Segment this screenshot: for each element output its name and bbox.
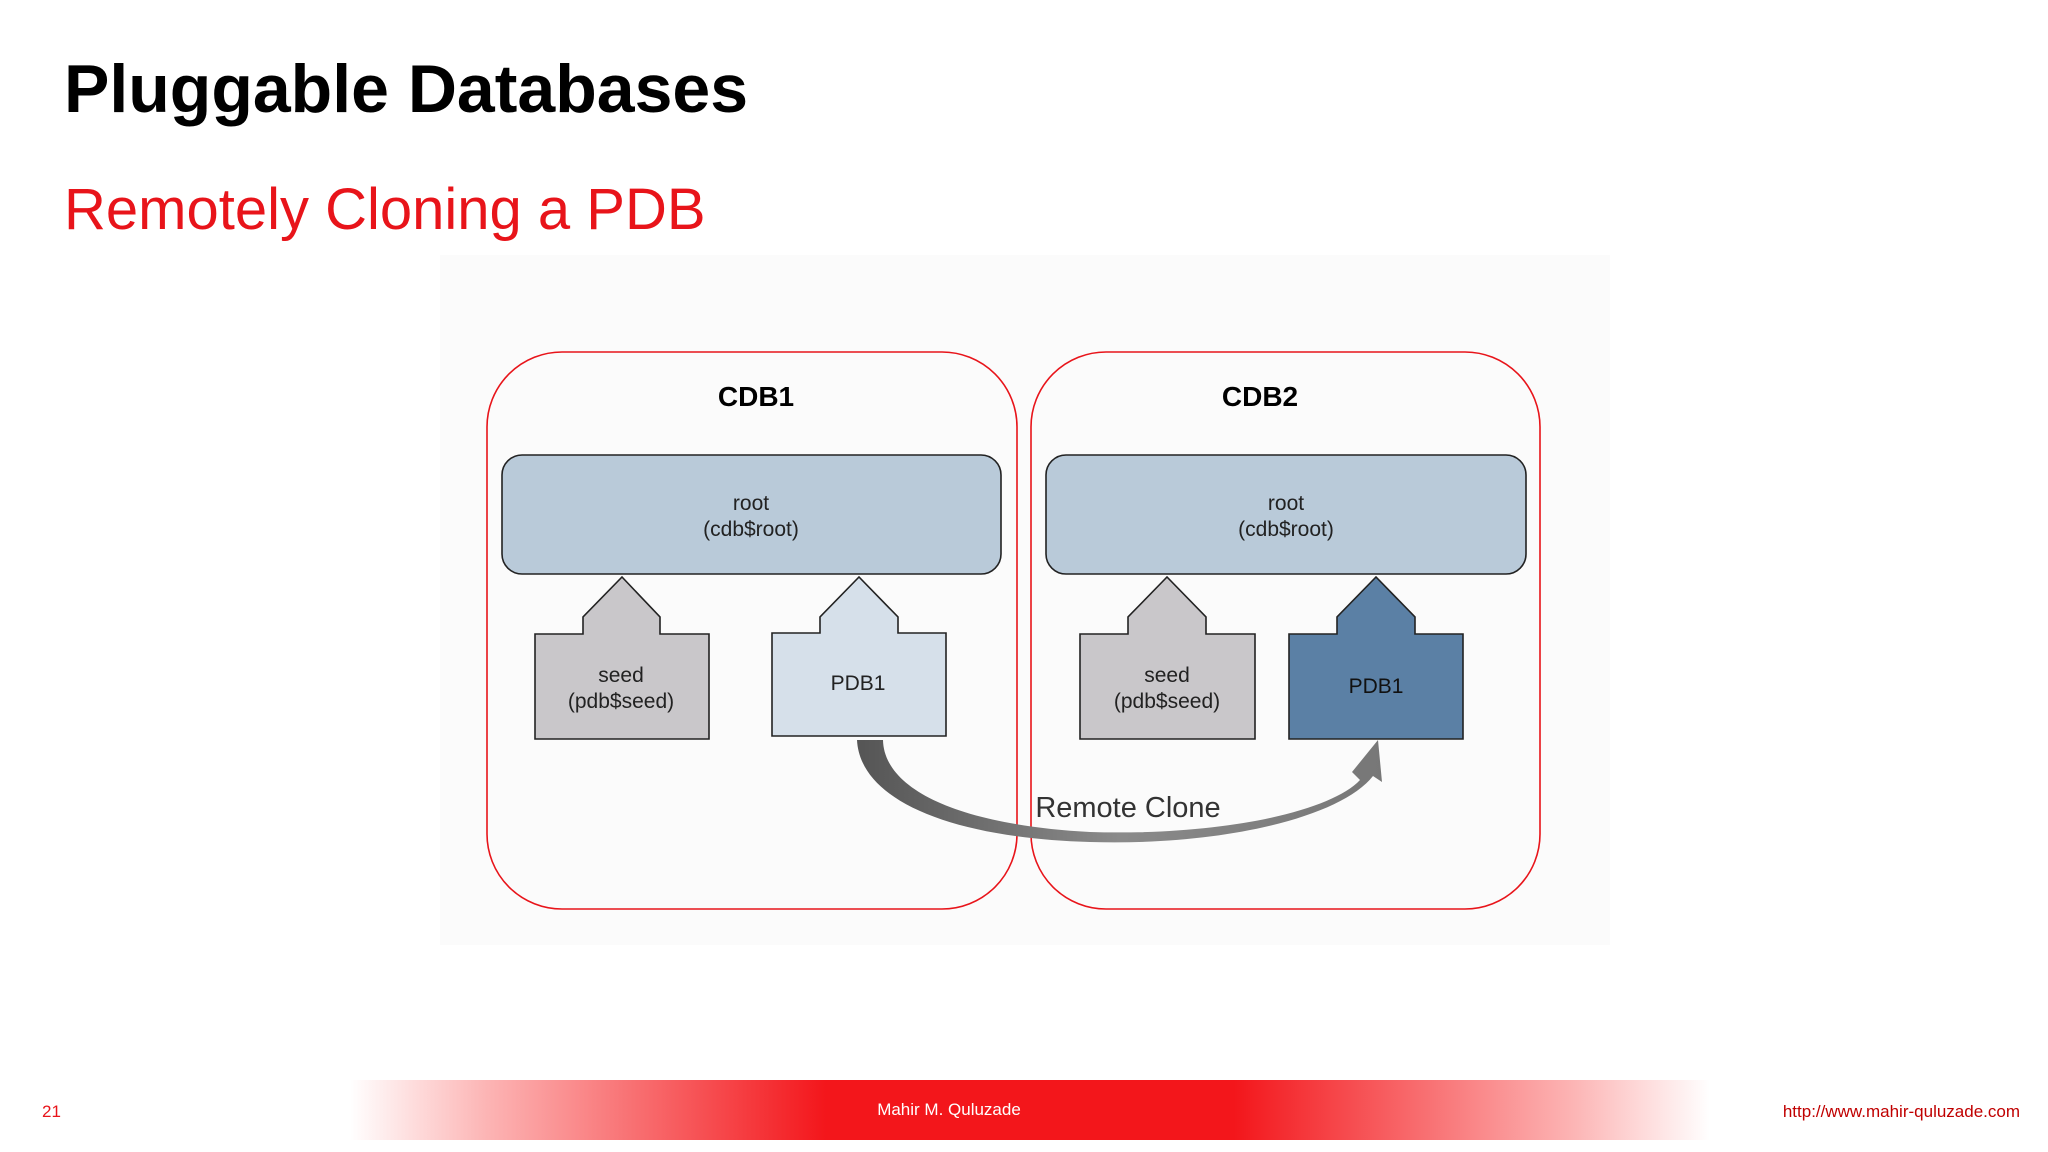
cdb2-label: CDB2 (1222, 381, 1298, 412)
cdb1-root-box: root (cdb$root) (501, 454, 1002, 575)
cdb1-seed-label: seed (598, 664, 644, 687)
slide-title: Pluggable Databases (64, 51, 749, 127)
cdb1-border (486, 351, 1018, 910)
remote-clone-arrow: Remote Clone (857, 740, 1382, 843)
page-number: 21 (42, 1102, 61, 1121)
cdb1-pdb1-label: PDB1 (831, 672, 886, 695)
cdb1-seed-sublabel: (pdb$seed) (568, 690, 674, 713)
cdb2-container: CDB2 root (cdb$root) seed (pdb$seed) PDB… (1030, 351, 1541, 910)
cdb2-root-label: root (1268, 492, 1304, 515)
footer-band (350, 1080, 1710, 1140)
footer-website-link[interactable]: http://www.mahir-quluzade.com (1782, 1102, 2020, 1121)
cdb1-root-label: root (733, 492, 769, 515)
cdb1-root-sublabel: (cdb$root) (703, 518, 799, 541)
cdb2-border (1030, 351, 1541, 910)
cdb1-seed-container: seed (pdb$seed) (534, 575, 710, 740)
cdb2-seed-container: seed (pdb$seed) (1079, 575, 1256, 740)
cdb2-root-sublabel: (cdb$root) (1238, 518, 1334, 541)
cdb2-pdb1-label: PDB1 (1349, 675, 1404, 698)
footer-author: Mahir M. Quluzade (877, 1100, 1021, 1119)
remote-clone-label: Remote Clone (1035, 792, 1220, 824)
cdb1-pdb1-box: PDB1 (771, 575, 947, 737)
cdb1-container: CDB1 root (cdb$root) seed (pdb$seed) PDB… (486, 351, 1018, 910)
cdb2-seed-sublabel: (pdb$seed) (1114, 690, 1220, 713)
cdb2-pdb1-box: PDB1 (1288, 575, 1464, 740)
cdb2-seed-label: seed (1144, 664, 1190, 687)
cdb1-label: CDB1 (718, 381, 794, 412)
cdb2-root-box: root (cdb$root) (1045, 454, 1527, 575)
slide-subtitle: Remotely Cloning a PDB (64, 177, 706, 242)
